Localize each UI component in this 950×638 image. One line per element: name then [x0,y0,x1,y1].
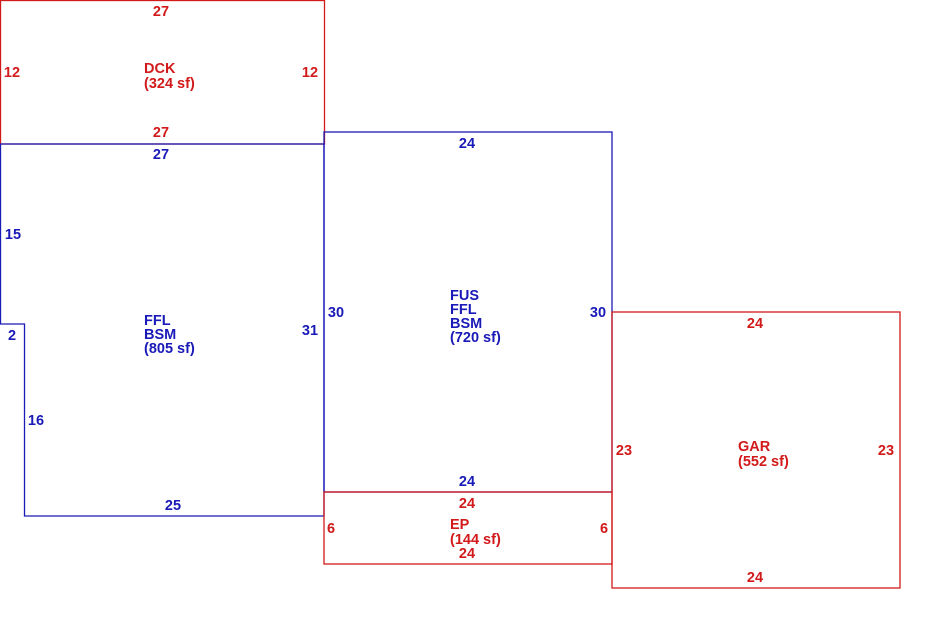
fus-area-line3: BSM [450,316,482,332]
ep-dim-top: 24 [459,496,475,512]
fus-dim-left: 30 [328,305,344,321]
ep-dim-left: 6 [327,521,335,537]
gar-area-size: (552 sf) [738,454,789,470]
ffl-dim-left-upper: 15 [5,227,21,243]
gar-dim-bottom: 24 [747,570,763,586]
ffl-dim-bottom: 25 [165,498,181,514]
ffl-dim-right: 31 [302,323,318,339]
dck-dim-bottom: 27 [153,125,169,141]
gar-dim-right: 23 [878,443,894,459]
fus-dim-top: 24 [459,136,475,152]
fus-dim-bottom: 24 [459,474,475,490]
ep-dim-right: 6 [600,521,608,537]
ep-area-size: (144 sf) [450,532,501,548]
fus-dim-right: 30 [590,305,606,321]
gar-dim-left: 23 [616,443,632,459]
ffl-dim-top: 27 [153,147,169,163]
dck-dim-left: 12 [4,65,20,81]
dck-dim-top: 27 [153,4,169,20]
fus-area-line2: FFL [450,302,477,318]
gar-dim-top: 24 [747,316,763,332]
dck-dim-right: 12 [302,65,318,81]
dck-area-size: (324 sf) [144,76,195,92]
fus-area-line1: FUS [450,288,479,304]
ep-area-code: EP [450,517,470,533]
gar-area-code: GAR [738,439,771,455]
ffl-dim-left-lower: 16 [28,413,44,429]
ffl-dim-step: 2 [8,328,16,344]
ffl-area-line1: FFL [144,313,171,329]
ffl-area-size: (805 sf) [144,341,195,357]
ep-dim-bottom: 24 [459,546,475,562]
ffl-area-line2: BSM [144,327,176,343]
fus-area-size: (720 sf) [450,330,501,346]
dck-area-code: DCK [144,61,176,77]
gar-outline [611,311,901,589]
